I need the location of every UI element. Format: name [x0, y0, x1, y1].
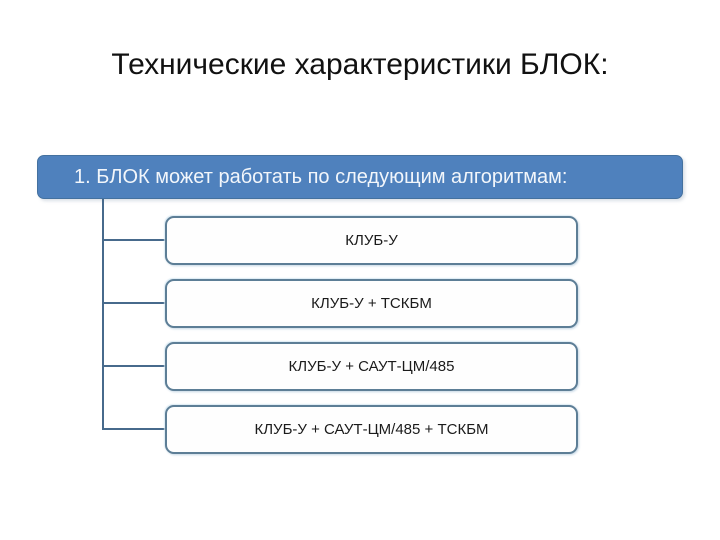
connector-branch-2 — [103, 302, 165, 304]
algorithm-box-klub-u-tskbm: КЛУБ-У + ТСКБМ — [165, 279, 578, 328]
algorithm-label: КЛУБ-У + САУТ-ЦМ/485 — [288, 358, 455, 375]
connector-branch-3 — [103, 365, 165, 367]
algorithm-box-klub-u-saut-tskbm: КЛУБ-У + САУТ-ЦМ/485 + ТСКБМ — [165, 405, 578, 454]
connector-vertical-line — [102, 199, 104, 430]
hierarchy-root-label: 1. БЛОК может работать по следующим алго… — [74, 166, 568, 188]
connector-branch-4 — [103, 428, 165, 430]
algorithm-label: КЛУБ-У + ТСКБМ — [311, 295, 432, 312]
hierarchy-root-box: 1. БЛОК может работать по следующим алго… — [37, 155, 683, 199]
connector-branch-1 — [103, 239, 165, 241]
algorithm-box-klub-u: КЛУБ-У — [165, 216, 578, 265]
slide-title: Технические характеристики БЛОК: — [111, 48, 609, 81]
algorithm-label: КЛУБ-У — [345, 232, 398, 249]
algorithm-box-klub-u-saut: КЛУБ-У + САУТ-ЦМ/485 — [165, 342, 578, 391]
algorithm-label: КЛУБ-У + САУТ-ЦМ/485 + ТСКБМ — [254, 421, 489, 438]
